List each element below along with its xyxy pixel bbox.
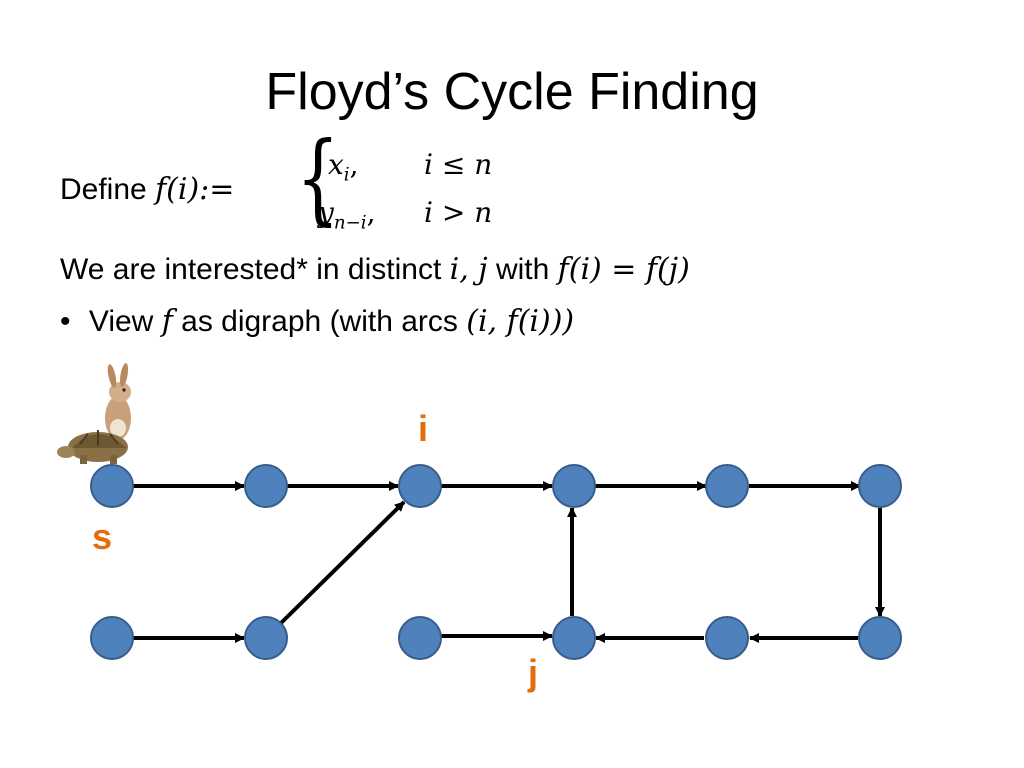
node-c4 (858, 616, 902, 660)
node-c3 (858, 464, 902, 508)
slide-title: Floyd’s Cycle Finding (265, 63, 759, 121)
case-1-expr: x (328, 148, 344, 181)
case-2-expr: y (318, 196, 334, 229)
bullet-line: • View f as digraph (with arcs (i, f(i))… (60, 304, 574, 339)
cases-brace: { (296, 122, 340, 236)
case-2-condition: i > n (424, 196, 493, 229)
label-s: s (92, 516, 113, 557)
bullet-text-1: View (88, 305, 162, 338)
label-i: i (418, 408, 429, 449)
node-c5 (705, 616, 749, 660)
case-2-sub: n−i (333, 212, 367, 234)
interest-equation: f(i) = f(j) (557, 252, 690, 287)
case-1-sep: , (349, 148, 359, 181)
define-function: f(i):= (155, 172, 235, 207)
node-s (90, 464, 134, 508)
interest-with: with (487, 253, 558, 286)
tortoise-icon (57, 430, 128, 464)
node-b1 (244, 616, 288, 660)
bullet-text-2: as digraph (with arcs (172, 305, 467, 338)
node-c1 (552, 464, 596, 508)
interest-line: We are interested* in distinct i, j with… (60, 252, 690, 287)
interest-vars: i, j (449, 252, 488, 287)
node-j (552, 616, 596, 660)
label-j: j (528, 652, 539, 693)
node-i (398, 464, 442, 508)
define-line: Define f(i):= (60, 172, 234, 207)
case-1: xi, (328, 148, 359, 186)
node-b0 (90, 616, 134, 660)
edge-b1-to-i (278, 500, 406, 626)
node-a1 (244, 464, 288, 508)
case-1-sub: i (343, 164, 350, 186)
interest-text: We are interested* in distinct (60, 253, 450, 286)
case-2-sep: , (366, 196, 376, 229)
bullet-symbol: • (60, 305, 71, 338)
case-2: yn−i, (318, 196, 376, 234)
node-c2 (705, 464, 749, 508)
bullet-var: f (161, 304, 173, 339)
node-b2 (398, 616, 442, 660)
rabbit-icon (105, 363, 131, 440)
define-label: Define (60, 173, 156, 206)
case-1-condition: i ≤ n (424, 148, 493, 181)
bullet-arc: (i, f(i))) (466, 304, 575, 339)
